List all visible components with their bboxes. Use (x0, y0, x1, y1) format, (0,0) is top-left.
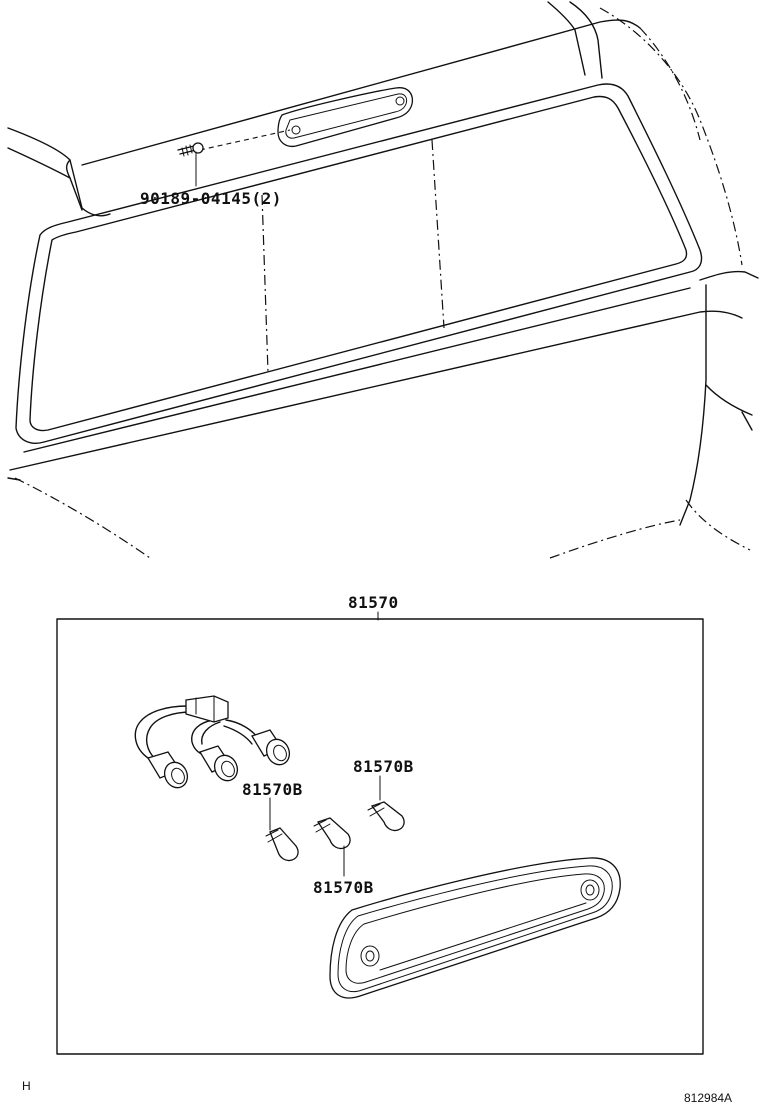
bulb-icon (313, 817, 351, 850)
bulb-part-number-bottom: 81570B (313, 878, 374, 897)
assembly-frame (56, 618, 704, 1055)
assembly-part-number: 81570 (348, 593, 399, 612)
truck-cab-rear-view (7, 1, 759, 559)
footer-left-mark: H (22, 1079, 31, 1093)
bulb-part-number-top-right: 81570B (353, 757, 414, 776)
brake-lamp-housing-icon (329, 857, 621, 999)
screw-icon (177, 142, 204, 157)
figure-code: 812984A (684, 1091, 732, 1105)
wiring-harness-icon (134, 695, 291, 789)
screw-part-number: 90189-04145(2) (140, 189, 282, 208)
bulb-icon (367, 801, 405, 832)
bulb-icon (265, 827, 299, 862)
bulb-part-number-left: 81570B (242, 780, 303, 799)
